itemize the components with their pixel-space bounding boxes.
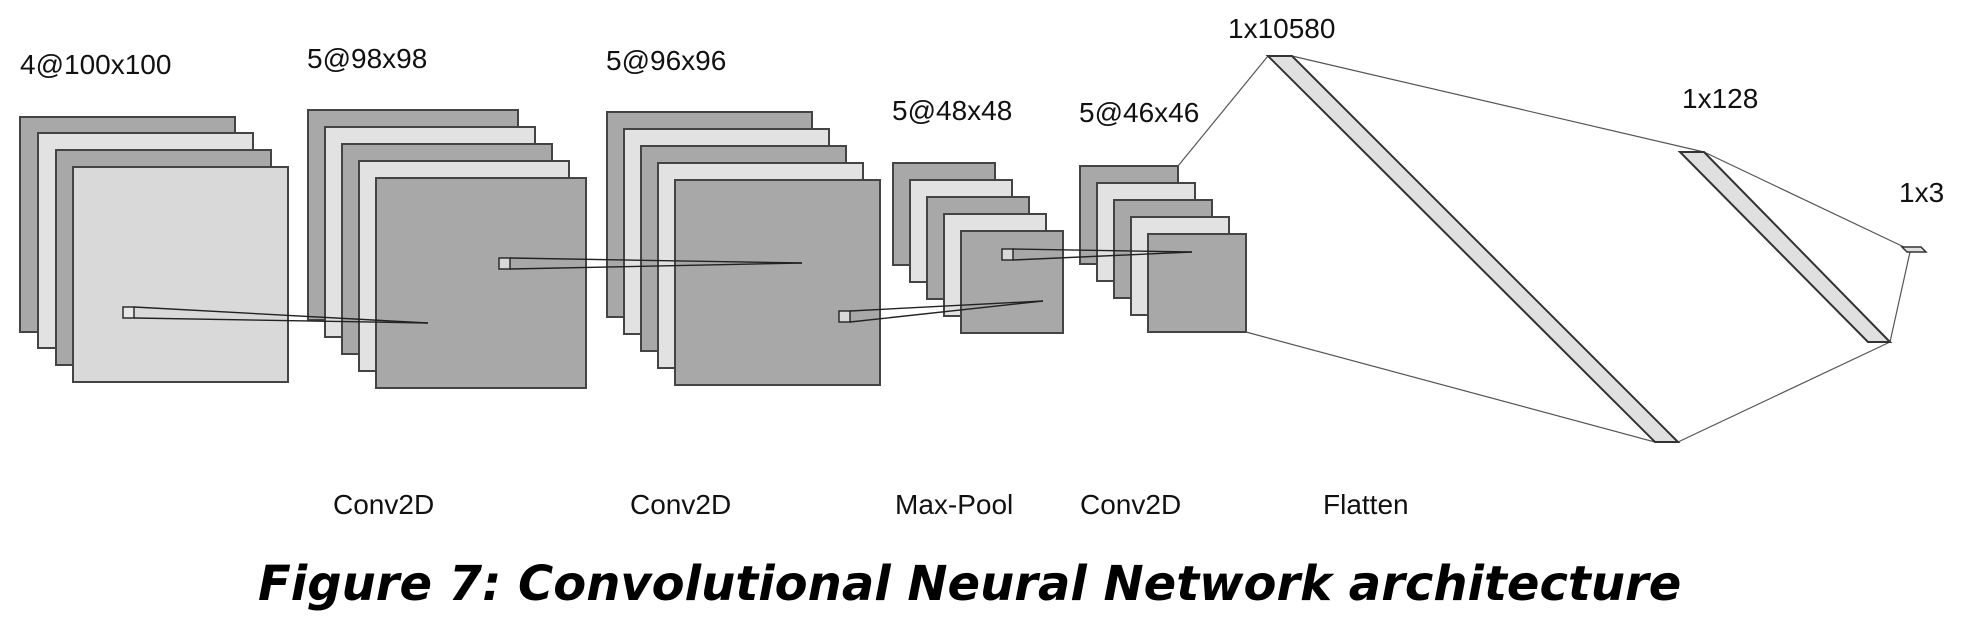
kernel-connectors [122, 248, 1193, 324]
input-shape-label: 4@100x100 [20, 49, 171, 80]
output-shape-label: 1x3 [1899, 177, 1944, 208]
dense-shape-label: 1x128 [1682, 83, 1758, 114]
conv1-op-label: Conv2D [333, 489, 434, 520]
pool-feature-maps [892, 162, 1064, 334]
conv3-feature-maps [1079, 165, 1247, 333]
flatten-vector [1265, 55, 1681, 443]
dense-connection-lines [1177, 55, 1911, 443]
flatten-op-label: Flatten [1323, 489, 1409, 520]
pool-op-label: Max-Pool [895, 489, 1013, 520]
figure-caption: Figure 7: Convolutional Neural Network a… [258, 556, 1681, 612]
pool-shape-label: 5@48x48 [892, 95, 1012, 126]
dense-128-vector [1677, 151, 1893, 343]
input-feature-maps [19, 116, 289, 383]
conv1-feature-maps [307, 109, 587, 389]
conv3-op-label: Conv2D [1080, 489, 1181, 520]
output-3-vector [1900, 246, 1928, 253]
conv3-shape-label: 5@46x46 [1079, 97, 1199, 128]
conv1-shape-label: 5@98x98 [307, 43, 427, 74]
conv2-feature-maps [606, 111, 881, 386]
flatten-shape-label: 1x10580 [1228, 13, 1335, 44]
conv2-shape-label: 5@96x96 [606, 45, 726, 76]
conv2-op-label: Conv2D [630, 489, 731, 520]
